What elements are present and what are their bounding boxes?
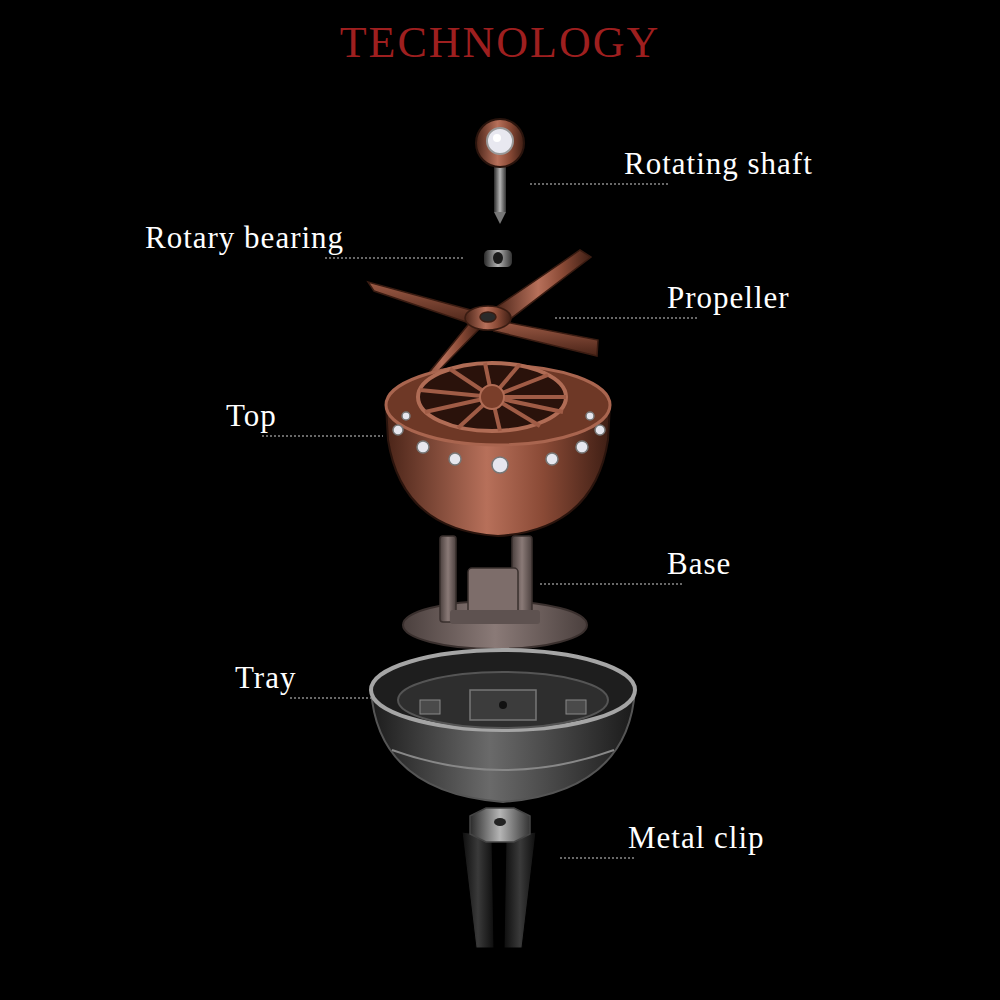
- part-label: Top: [226, 398, 277, 434]
- part-label: Metal clip: [628, 820, 765, 856]
- base-drawing: [403, 536, 587, 649]
- part-label: Base: [667, 546, 731, 582]
- shaft-drawing: [476, 119, 524, 224]
- part-label: Rotary bearing: [145, 220, 344, 256]
- leader-lines: [262, 184, 697, 858]
- part-label: Tray: [235, 660, 296, 696]
- tray-drawing: [371, 650, 635, 802]
- part-label: Rotating shaft: [624, 146, 813, 182]
- clip-drawing: [462, 808, 536, 948]
- bearing-drawing: [484, 250, 512, 267]
- part-label: Propeller: [667, 280, 790, 316]
- diagram-title: TECHNOLOGY: [0, 18, 1000, 69]
- top-drawing: [386, 363, 610, 536]
